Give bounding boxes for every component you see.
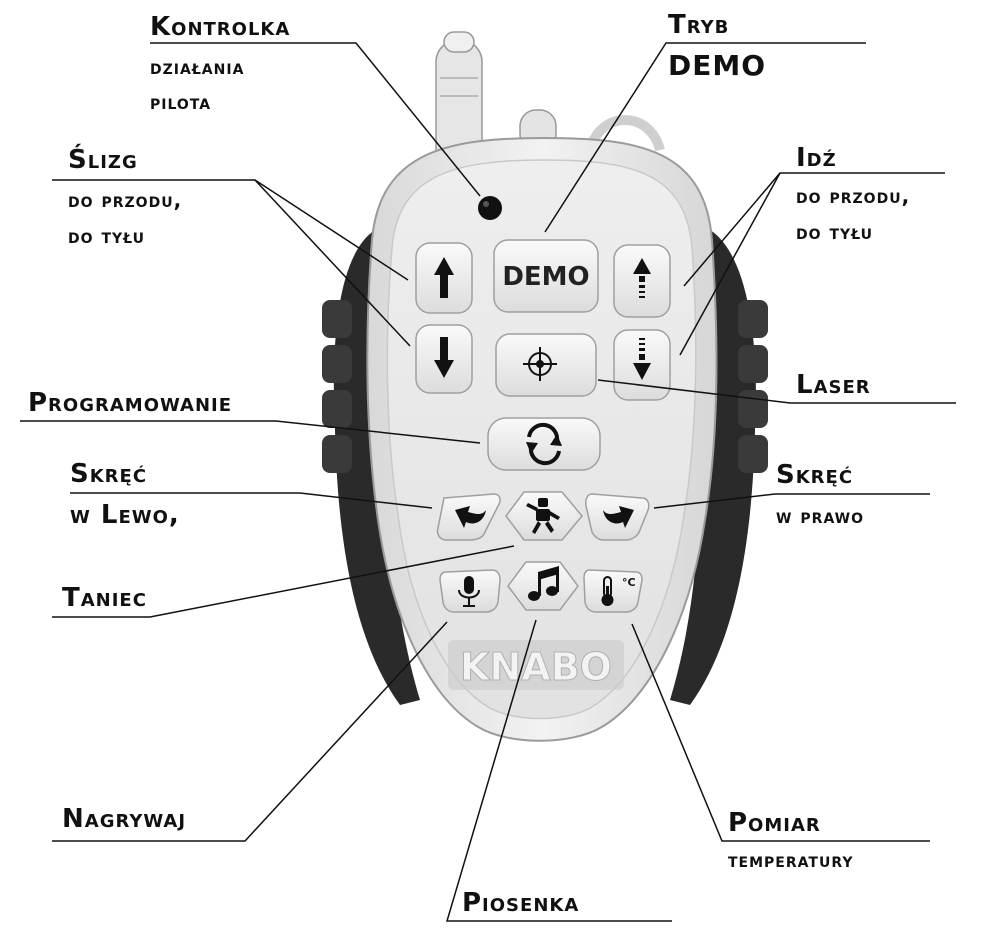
record-button[interactable] — [439, 569, 501, 613]
turn-left-label-line2: w Lewo, — [70, 500, 180, 530]
laser-label: Laser — [796, 370, 871, 400]
song-label: Piosenka — [462, 888, 580, 918]
brand-plate: KNABO — [448, 640, 624, 690]
dotted-arrow-up-icon — [633, 258, 651, 298]
thermometer-icon — [601, 576, 614, 606]
temperature-unit: °C — [622, 576, 636, 589]
programming-label: Programowanie — [28, 388, 233, 418]
microphone-icon — [458, 576, 480, 607]
strap-loop — [585, 115, 665, 152]
brand-logo: KNABO — [460, 645, 612, 689]
demo-button-label: DEMO — [502, 262, 589, 292]
turn-right-label-line1: Skręć — [776, 460, 854, 490]
turn-left-label-line1: Skręć — [70, 459, 148, 489]
dance-label: Taniec — [62, 583, 147, 613]
dancing-robot-icon — [526, 498, 560, 534]
programming-button[interactable] — [487, 417, 601, 471]
demo-button[interactable]: DEMO — [493, 239, 599, 313]
turn-right-label-line2: w prawo — [776, 504, 864, 528]
indicator-label-line1: Kontrolka — [150, 12, 291, 42]
walk-backward-button[interactable] — [613, 329, 671, 401]
walk-label-line1: Idź — [796, 143, 837, 173]
turn-left-button[interactable] — [436, 493, 501, 541]
indicator-label-line2: działania — [150, 55, 245, 79]
temperature-label-line1: Pomiar — [728, 808, 821, 838]
turn-left-icon — [455, 506, 486, 528]
arrow-up-icon — [434, 257, 454, 298]
turn-right-icon — [603, 506, 634, 528]
record-label: Nagrywaj — [62, 804, 187, 834]
dotted-arrow-down-icon — [633, 338, 651, 380]
laser-button[interactable] — [495, 333, 597, 397]
walk-forward-button[interactable] — [613, 244, 671, 318]
callout-lines — [20, 42, 956, 922]
walk-label-line3: do tyłu — [796, 220, 874, 244]
demo-mode-label-line2: DEMO — [668, 49, 767, 82]
indicator-led-icon — [478, 196, 502, 220]
music-note-icon — [528, 566, 559, 601]
indicator-label-line3: pilota — [150, 90, 212, 114]
temperature-button[interactable]: °C — [583, 569, 643, 613]
antenna — [435, 31, 483, 171]
walk-label-line2: do przodu, — [796, 184, 911, 208]
turn-right-button[interactable] — [585, 493, 650, 541]
slide-label-line1: Ślizg — [68, 145, 138, 175]
crosshair-icon — [523, 347, 557, 381]
slide-label-line2: do przodu, — [68, 188, 183, 212]
dance-button[interactable] — [505, 491, 583, 541]
slide-label-line3: do tyłu — [68, 224, 146, 248]
arrow-down-icon — [434, 337, 454, 378]
song-button[interactable] — [507, 561, 579, 611]
demo-mode-label-line1: Tryb — [668, 10, 730, 40]
slide-forward-button[interactable] — [415, 242, 473, 314]
temperature-label-line2: temperatury — [728, 848, 854, 872]
slide-backward-button[interactable] — [415, 324, 473, 394]
